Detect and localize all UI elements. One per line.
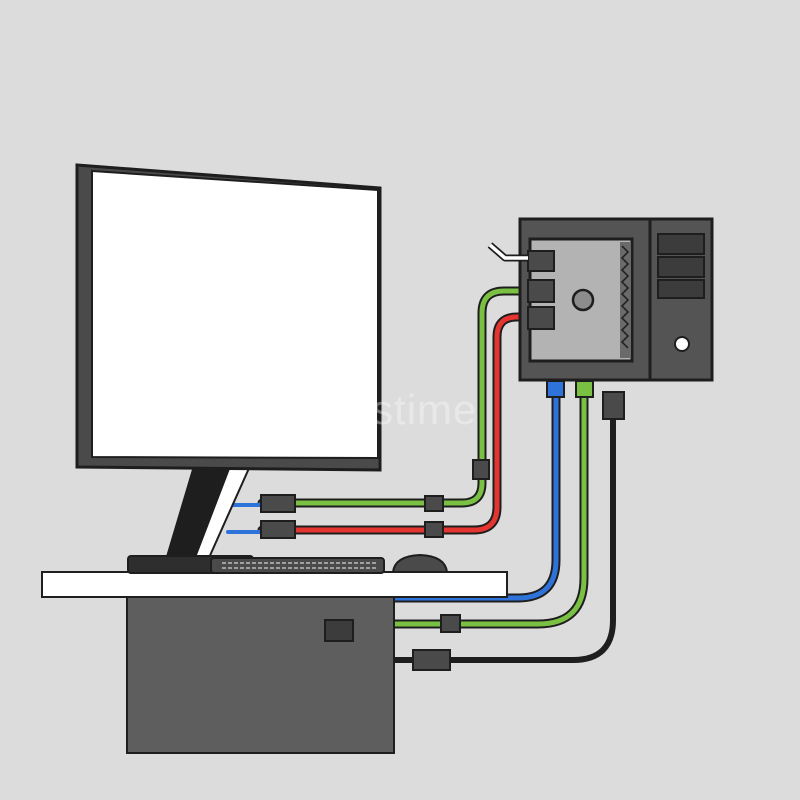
keyboard-keys (222, 562, 377, 569)
rear-port-blue (546, 380, 565, 398)
io-port-2 (527, 279, 555, 303)
watermark-text: dreamstime (248, 386, 477, 433)
monitor-icon (75, 163, 382, 574)
green-cable-ferrite (424, 495, 444, 512)
drive-bay-3 (657, 279, 705, 299)
keyboard-icon (210, 557, 385, 574)
green-display-cable (259, 288, 533, 506)
white-cable (488, 243, 528, 260)
black-cable-plug-desk (412, 649, 451, 671)
keyboard-body (210, 557, 385, 574)
desk-drawer-handle (324, 619, 354, 642)
green-cable-2 (390, 392, 587, 627)
green-cable-ferrite-desk (440, 614, 461, 633)
io-panel-vent-zigzag (620, 245, 630, 349)
drive-bay-2 (657, 256, 705, 278)
io-port-1 (527, 250, 555, 272)
blue-cable (390, 392, 559, 601)
red-display-cable (259, 314, 533, 533)
black-power-cable (390, 392, 616, 663)
tower-pc-icon (487, 217, 714, 398)
black-cable-plug-tower (602, 391, 625, 420)
green-cable-plug-monitor (260, 494, 296, 513)
power-button (674, 336, 690, 352)
rear-port-green (575, 380, 594, 398)
desk-icon (41, 571, 508, 754)
monitor-screen (91, 169, 379, 460)
red-cable-ferrite (424, 521, 444, 538)
io-panel-port-round (571, 288, 595, 312)
mouse-icon (391, 553, 449, 573)
desk-top (41, 571, 508, 598)
drive-bay-1 (657, 233, 705, 255)
cable-connectors (260, 391, 625, 671)
io-port-3 (527, 306, 555, 330)
io-panel-vent (620, 242, 630, 358)
green-cable-ferrite-vertical (472, 459, 490, 480)
red-cable-plug-monitor (260, 520, 296, 539)
cables (226, 286, 616, 663)
mouse-body (391, 553, 449, 573)
